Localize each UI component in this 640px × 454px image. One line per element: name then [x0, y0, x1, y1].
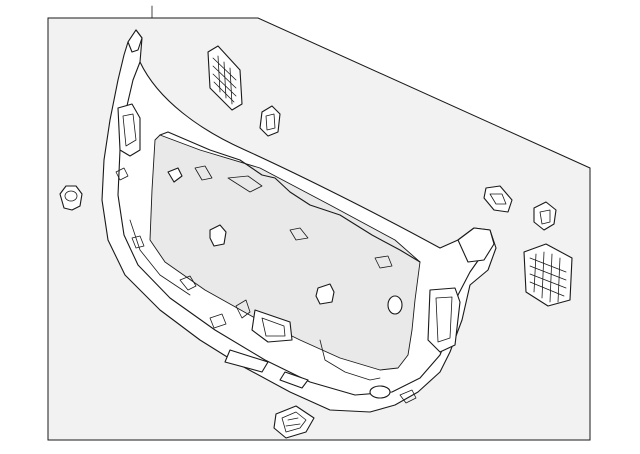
push-pin-fastener: [59, 185, 83, 211]
liftgate-trim-panel: [101, 29, 497, 413]
clip-right-a: [483, 185, 513, 213]
vent-grille-upper: [207, 45, 243, 111]
vent-grille-lower-right: [523, 243, 573, 307]
handle-insert-bottom: [273, 405, 315, 439]
clip-right-b: [533, 201, 557, 231]
clip-upper: [259, 105, 281, 137]
